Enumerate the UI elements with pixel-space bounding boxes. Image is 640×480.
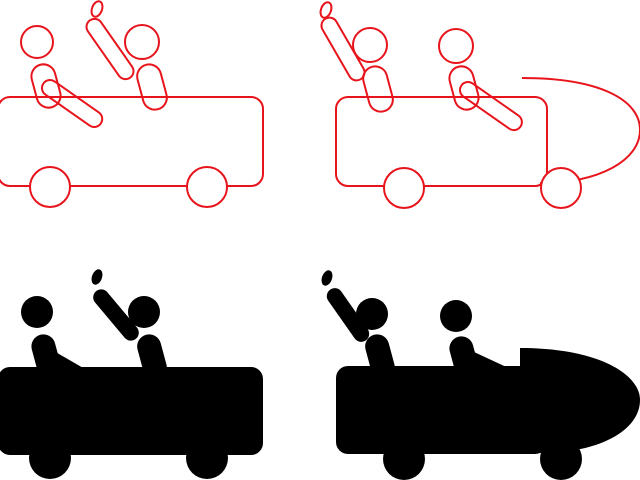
convertible-car-filled-icon — [0, 269, 263, 479]
passenger-arm — [459, 80, 523, 132]
passenger-head — [356, 298, 388, 330]
passenger-head — [128, 296, 160, 328]
passenger-torso — [136, 63, 168, 111]
raised-arm — [326, 288, 370, 342]
passenger-arm — [41, 79, 104, 128]
car-body — [0, 96, 264, 187]
passenger-head — [21, 296, 53, 328]
race-car-filled-icon — [321, 270, 640, 480]
passenger-head — [438, 28, 474, 64]
wheel — [383, 167, 425, 209]
car-body — [0, 367, 263, 455]
hand — [319, 1, 333, 19]
hand — [91, 269, 103, 285]
passenger-arm — [42, 350, 105, 393]
passenger-head — [124, 24, 160, 60]
wheel — [29, 166, 71, 208]
car-body — [335, 96, 548, 187]
wheel — [540, 438, 582, 480]
car-nose — [521, 77, 640, 184]
passenger-arm — [460, 350, 522, 388]
passenger-torso — [362, 65, 394, 113]
hand — [321, 270, 333, 286]
wheel — [186, 166, 228, 208]
hand — [90, 0, 104, 18]
raised-arm — [85, 17, 135, 81]
passenger-torso — [365, 334, 395, 380]
passenger-head — [352, 27, 388, 63]
passenger-head — [20, 25, 54, 59]
race-car-outline-icon — [319, 1, 640, 209]
wheel — [383, 438, 425, 480]
passenger-torso — [137, 334, 167, 380]
raised-arm — [93, 289, 139, 341]
car-nose — [520, 348, 640, 453]
car-body — [336, 366, 547, 454]
passenger-head — [440, 300, 472, 332]
wheel — [186, 437, 228, 479]
raised-arm — [320, 16, 366, 82]
wheel — [540, 167, 582, 209]
wheel — [29, 437, 71, 479]
convertible-car-outline-icon — [0, 0, 264, 208]
